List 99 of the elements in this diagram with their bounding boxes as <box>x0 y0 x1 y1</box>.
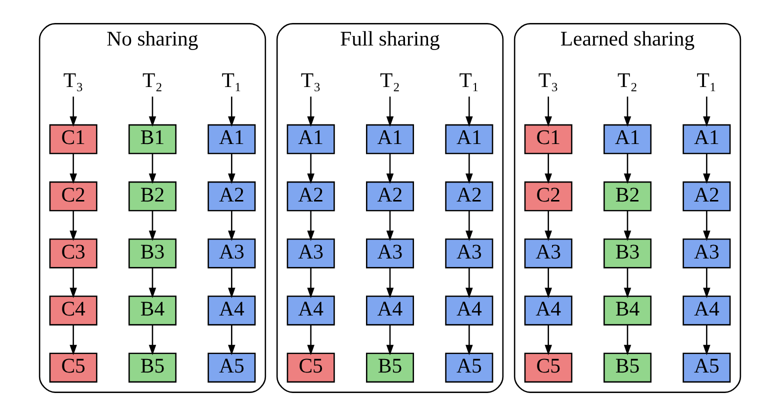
node-box: A3 <box>444 238 493 268</box>
arrow <box>148 154 156 184</box>
node-box: B5 <box>603 352 652 383</box>
node-text: T₂ <box>380 70 400 92</box>
node-box: B3 <box>128 238 176 268</box>
node-box: A3 <box>366 238 414 268</box>
node-box: C3 <box>48 238 97 268</box>
node-box: A1 <box>207 124 256 154</box>
node-text: T₃ <box>538 70 558 92</box>
node-text: T₁ <box>221 70 242 92</box>
arrow <box>306 210 314 242</box>
node-text: T₃ <box>300 70 320 92</box>
node-text: T₂ <box>142 70 162 92</box>
node-box: A1 <box>444 124 493 154</box>
arrow <box>544 154 552 184</box>
node-box: A2 <box>444 181 493 212</box>
node-box: A5 <box>207 352 256 383</box>
node-box: B5 <box>128 352 176 383</box>
arrow <box>465 268 472 298</box>
arrow <box>69 96 76 127</box>
arrow <box>544 268 552 298</box>
arrow <box>386 154 394 184</box>
arrow <box>465 210 472 242</box>
node-box: C1 <box>48 124 97 154</box>
node-box: A2 <box>682 181 730 212</box>
arrow <box>465 325 472 356</box>
node-text: T₁ <box>458 70 479 92</box>
node-box: A2 <box>366 181 414 212</box>
node-box: A3 <box>207 238 256 268</box>
node-box: A4 <box>682 296 730 326</box>
node-text: T₂ <box>617 70 637 92</box>
node-box: A2 <box>207 181 256 212</box>
node-box: B2 <box>128 181 176 212</box>
arrow <box>69 210 76 242</box>
node-box: B3 <box>603 238 652 268</box>
node-box: C4 <box>48 296 97 326</box>
arrow <box>623 210 631 242</box>
node-box: A4 <box>286 296 334 326</box>
arrow <box>465 96 472 127</box>
arrow <box>702 210 710 242</box>
node-box: A5 <box>444 352 493 383</box>
arrow <box>702 325 710 356</box>
arrow <box>228 325 235 356</box>
arrow <box>386 268 394 298</box>
node-box: A3 <box>524 238 572 268</box>
node-box: A1 <box>366 124 414 154</box>
arrow <box>623 96 631 127</box>
node-box: B4 <box>128 296 176 326</box>
arrow <box>544 325 552 356</box>
arrow <box>148 268 156 298</box>
arrow <box>69 325 76 356</box>
arrow <box>623 154 631 184</box>
node-box: C2 <box>524 181 572 212</box>
arrow <box>306 268 314 298</box>
node-box: A2 <box>286 181 334 212</box>
arrow <box>148 96 156 127</box>
arrow <box>544 96 552 127</box>
node-box: B1 <box>128 124 176 154</box>
arrow <box>228 154 235 184</box>
node-box: A3 <box>286 238 334 268</box>
arrow <box>702 268 710 298</box>
arrow <box>386 325 394 356</box>
node-box: A3 <box>682 238 730 268</box>
node-box: A4 <box>366 296 414 326</box>
arrow <box>465 154 472 184</box>
arrow <box>623 268 631 298</box>
arrow <box>69 154 76 184</box>
node-box: A5 <box>682 352 730 383</box>
arrow <box>148 325 156 356</box>
node-box: A4 <box>444 296 493 326</box>
arrow <box>386 210 394 242</box>
node-box: B4 <box>603 296 652 326</box>
arrow <box>228 210 235 242</box>
node-box: C5 <box>48 352 97 383</box>
node-box: A4 <box>207 296 256 326</box>
arrow <box>228 96 235 127</box>
arrow <box>306 154 314 184</box>
node-box: A1 <box>603 124 652 154</box>
node-box: A1 <box>286 124 334 154</box>
arrow <box>702 154 710 184</box>
node-box: C2 <box>48 181 97 212</box>
node-box: C5 <box>286 352 334 383</box>
node-box: C1 <box>524 124 572 154</box>
node-box: A1 <box>682 124 730 154</box>
arrow <box>69 268 76 298</box>
node-text: T₃ <box>62 70 83 92</box>
node-box: B2 <box>603 181 652 212</box>
arrow <box>148 210 156 242</box>
arrow <box>306 325 314 356</box>
node-box: C5 <box>524 352 572 383</box>
node-box: B5 <box>366 352 414 383</box>
arrow <box>544 210 552 242</box>
arrow <box>386 96 394 127</box>
node-box: A4 <box>524 296 572 326</box>
arrow <box>702 96 710 127</box>
arrow <box>623 325 631 356</box>
arrow <box>306 96 314 127</box>
node-text: T₁ <box>696 70 716 92</box>
arrow <box>228 268 235 298</box>
